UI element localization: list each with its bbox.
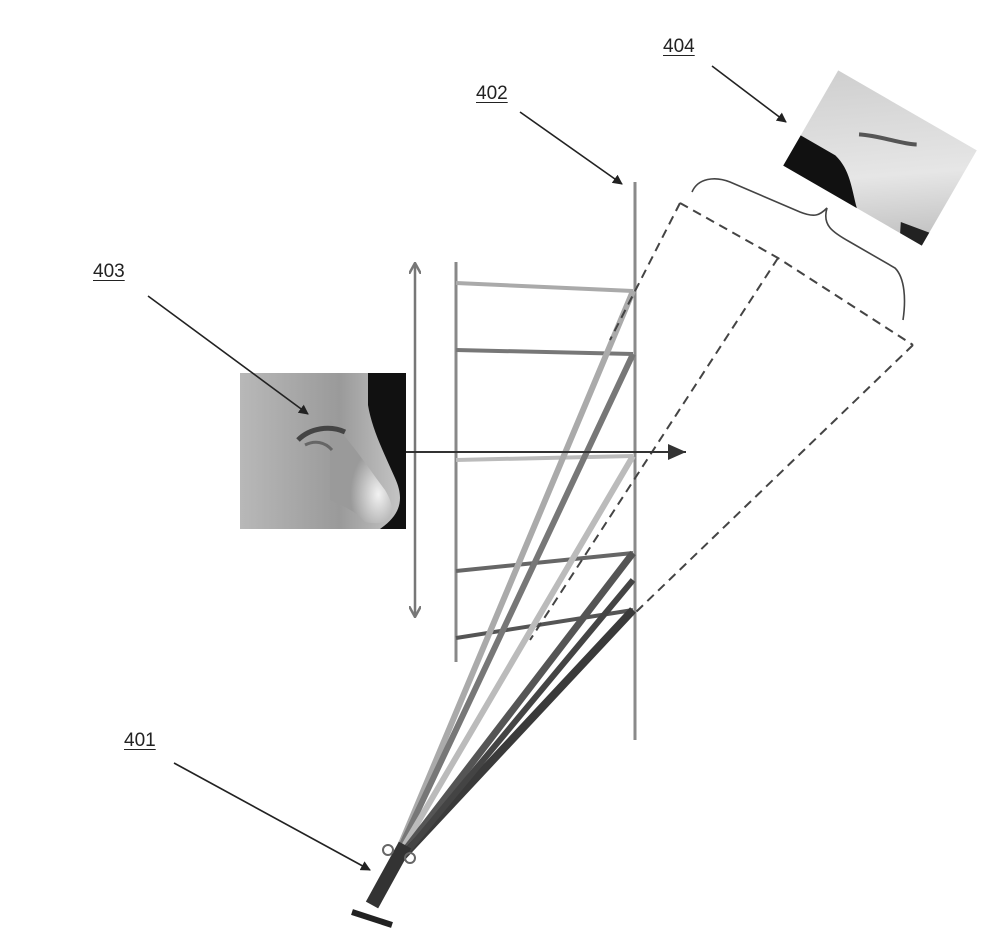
leader-arrows <box>147 65 787 871</box>
label-403: 403 <box>93 261 125 282</box>
label-401: 401 <box>124 730 156 751</box>
captured-image-404 <box>783 70 977 246</box>
face-image-403 <box>240 373 406 529</box>
leader-arrow-404 <box>711 65 787 123</box>
label-404: 404 <box>663 36 695 57</box>
leader-arrow-401 <box>173 762 371 871</box>
label-402: 402 <box>476 83 508 104</box>
leader-arrow-402 <box>519 111 623 185</box>
light-rays <box>387 289 636 873</box>
projection-dashed-lines <box>529 202 914 641</box>
leader-arrow-403 <box>147 295 309 415</box>
camera-401 <box>351 841 416 928</box>
lattice <box>454 182 637 740</box>
brace <box>691 178 906 321</box>
